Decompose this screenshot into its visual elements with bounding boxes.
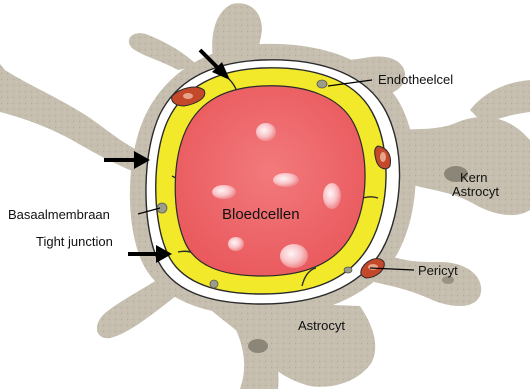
blood-cell (212, 185, 236, 199)
label-bloedcellen: Bloedcellen (222, 206, 300, 223)
blood-cell (323, 183, 341, 209)
blood-cell (256, 123, 276, 141)
label-kern-astrocyt: Astrocyt (452, 184, 499, 199)
astrocyte-process-far-right (470, 80, 530, 124)
astrocyte-process-top-left (129, 33, 198, 70)
blood-cell (228, 237, 244, 251)
blood-cell (273, 173, 299, 187)
astrocyte-nucleus-bottom (248, 339, 268, 353)
blood-cell (280, 244, 308, 268)
label-tight-junction: Tight junction (36, 234, 113, 249)
label-basaalmembraan: Basaalmembraan (8, 207, 110, 222)
label-pericyt: Pericyt (418, 263, 458, 278)
label-endotheelcel: Endotheelcel (378, 72, 453, 87)
vessel-lumen (175, 86, 365, 276)
label-kern: Kern (460, 170, 487, 185)
label-astrocyt: Astrocyt (298, 318, 345, 333)
